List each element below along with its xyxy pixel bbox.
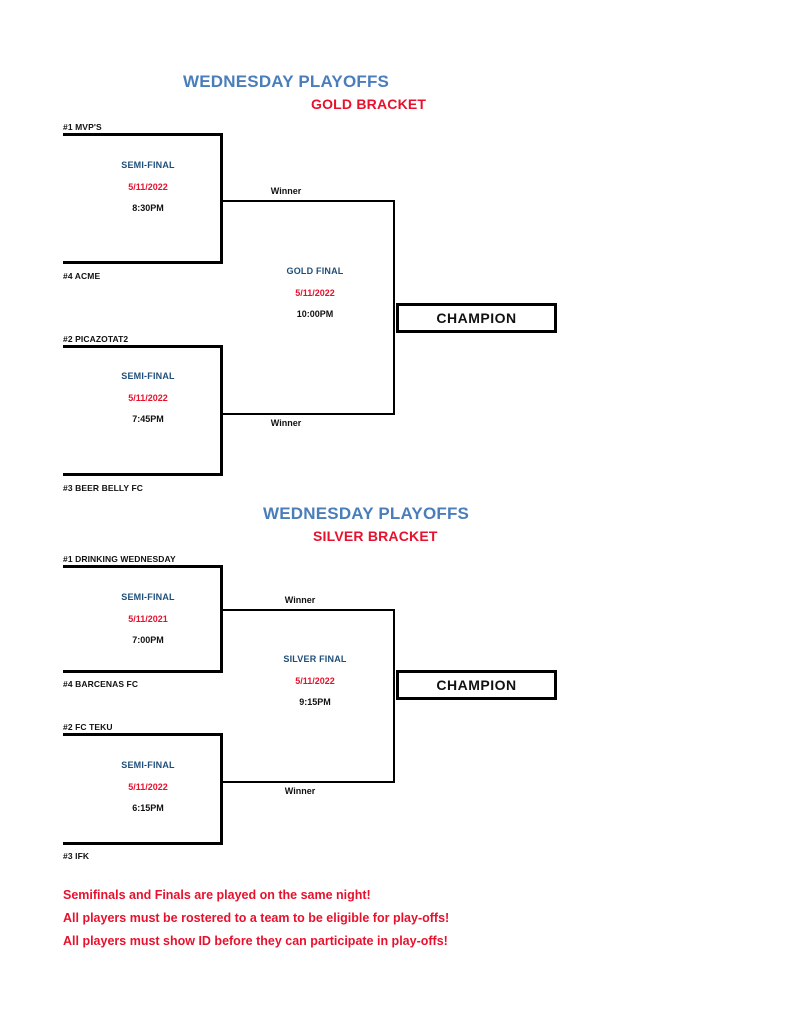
footer-notes: Semifinals and Finals are played on the … — [63, 884, 663, 953]
silver-sf1-top-rail — [63, 565, 223, 568]
silver-sf2-winner-label: Winner — [284, 786, 316, 796]
gold-champion-label: CHAMPION — [436, 310, 517, 326]
gold-sf2-date: 5/11/2022 — [128, 392, 168, 403]
gold-sf2-time: 7:45PM — [132, 413, 164, 424]
gold-final-info: GOLD FINAL 5/11/2022 10:00PM — [255, 266, 375, 320]
gold-sf1-connector — [220, 133, 223, 264]
gold-sf1-bottom-team: #4 ACME — [63, 271, 101, 281]
silver-sf2-time: 6:15PM — [132, 802, 164, 813]
gold-final-round: GOLD FINAL — [286, 266, 344, 276]
silver-champion-box: CHAMPION — [396, 670, 557, 700]
gold-final-connector — [393, 200, 395, 415]
silver-sf2-round: SEMI-FINAL — [121, 760, 175, 770]
gold-final-time: 10:00PM — [296, 308, 334, 319]
silver-sf1-connector — [220, 565, 223, 673]
gold-sf1-bottom-rail — [63, 261, 223, 264]
gold-sf2-top-team: #2 PICAZOTAT2 — [63, 334, 129, 344]
silver-sf2-bottom-rail — [63, 842, 223, 845]
gold-sf1-info: SEMI-FINAL 5/11/2022 8:30PM — [88, 160, 208, 214]
silver-bracket-subheading: SILVER BRACKET — [313, 528, 438, 544]
silver-champion-label: CHAMPION — [436, 677, 517, 693]
gold-sf1-date: 5/11/2022 — [128, 181, 168, 192]
gold-sf2-info: SEMI-FINAL 5/11/2022 7:45PM — [88, 371, 208, 425]
note-line: Semifinals and Finals are played on the … — [63, 888, 371, 902]
silver-final-connector — [393, 609, 395, 783]
silver-sf2-bottom-team: #3 IFK — [63, 851, 90, 861]
gold-sf1-time: 8:30PM — [132, 202, 164, 213]
silver-final-date: 5/11/2022 — [295, 675, 335, 686]
silver-sf1-top-team: #1 DRINKING WEDNESDAY — [63, 554, 176, 564]
gold-final-bottom-rail — [223, 413, 395, 415]
silver-sf2-date: 5/11/2022 — [128, 781, 168, 792]
silver-final-time: 9:15PM — [299, 696, 331, 707]
silver-sf1-date: 5/11/2021 — [128, 613, 168, 624]
gold-sf2-round: SEMI-FINAL — [121, 371, 175, 381]
silver-sf2-connector — [220, 733, 223, 845]
gold-sf2-bottom-rail — [63, 473, 223, 476]
silver-sf2-info: SEMI-FINAL 5/11/2022 6:15PM — [88, 760, 208, 814]
gold-bracket-heading: WEDNESDAY PLAYOFFS — [183, 72, 390, 91]
gold-sf2-connector — [220, 345, 223, 476]
silver-sf1-bottom-rail — [63, 670, 223, 673]
gold-sf1-top-team: #1 MVP'S — [63, 122, 102, 132]
gold-bracket-subheading: GOLD BRACKET — [311, 96, 427, 112]
silver-sf2-top-rail — [63, 733, 223, 736]
silver-final-top-rail — [223, 609, 395, 611]
silver-bracket-heading: WEDNESDAY PLAYOFFS — [263, 504, 470, 523]
note-line: All players must be rostered to a team t… — [63, 911, 450, 926]
silver-sf1-round: SEMI-FINAL — [121, 592, 175, 602]
gold-sf1-top-rail — [63, 133, 223, 136]
silver-sf2-top-team: #2 FC TEKU — [63, 722, 113, 732]
gold-champion-box: CHAMPION — [396, 303, 557, 333]
silver-sf1-time: 7:00PM — [132, 634, 164, 645]
note-line: All players must show ID before they can… — [63, 934, 448, 949]
silver-final-info: SILVER FINAL 5/11/2022 9:15PM — [255, 654, 375, 708]
gold-sf1-round: SEMI-FINAL — [121, 160, 175, 170]
gold-final-top-rail — [223, 200, 395, 202]
gold-sf2-top-rail — [63, 345, 223, 348]
silver-final-round: SILVER FINAL — [283, 654, 347, 664]
silver-final-bottom-rail — [223, 781, 395, 783]
gold-final-date: 5/11/2022 — [295, 287, 335, 298]
gold-sf1-winner-label: Winner — [270, 186, 302, 196]
gold-sf2-winner-label: Winner — [270, 418, 302, 428]
silver-sf1-info: SEMI-FINAL 5/11/2021 7:00PM — [88, 592, 208, 646]
silver-sf1-bottom-team: #4 BARCENAS FC — [63, 679, 139, 689]
silver-sf1-winner-label: Winner — [284, 595, 316, 605]
gold-sf2-bottom-team: #3 BEER BELLY FC — [63, 483, 144, 493]
